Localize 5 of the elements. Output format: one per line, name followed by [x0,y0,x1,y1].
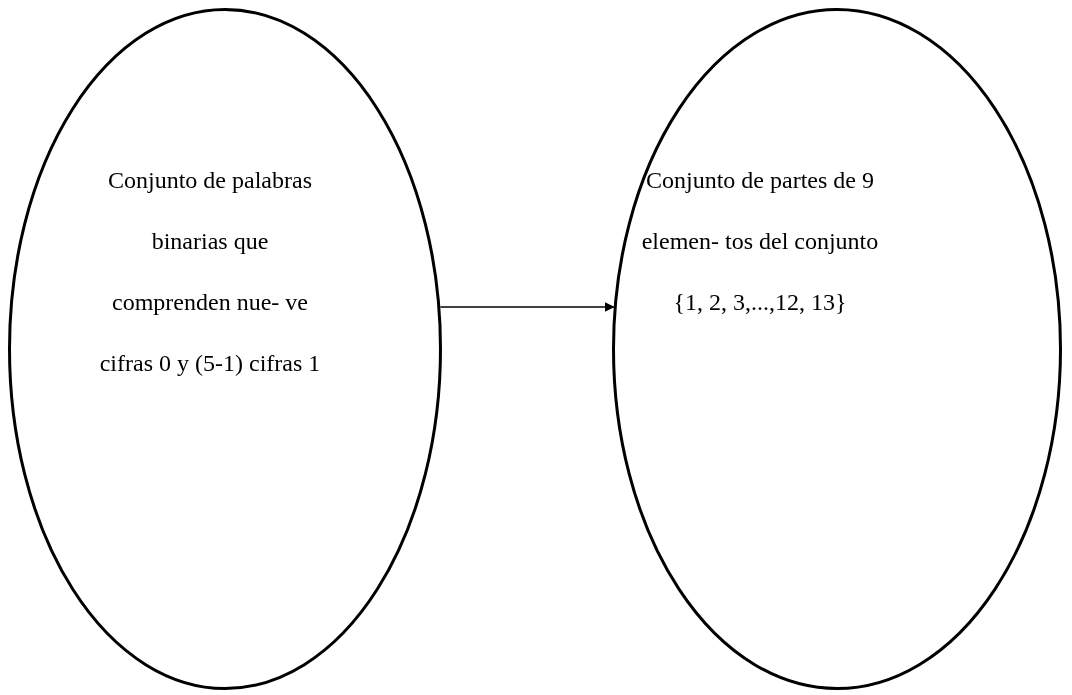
set-ellipse [612,8,1062,690]
arrow [439,302,615,312]
set-description: Conjunto de partes de 9 elemen- tos del conjunto {1, 2, 3,...,12, 13} [640,166,880,317]
set-ellipse [8,8,442,690]
set-description: Conjunto de palabras binarias que comprenden nue- ve cifras 0 y (5-1) cifras 1 [98,166,322,378]
